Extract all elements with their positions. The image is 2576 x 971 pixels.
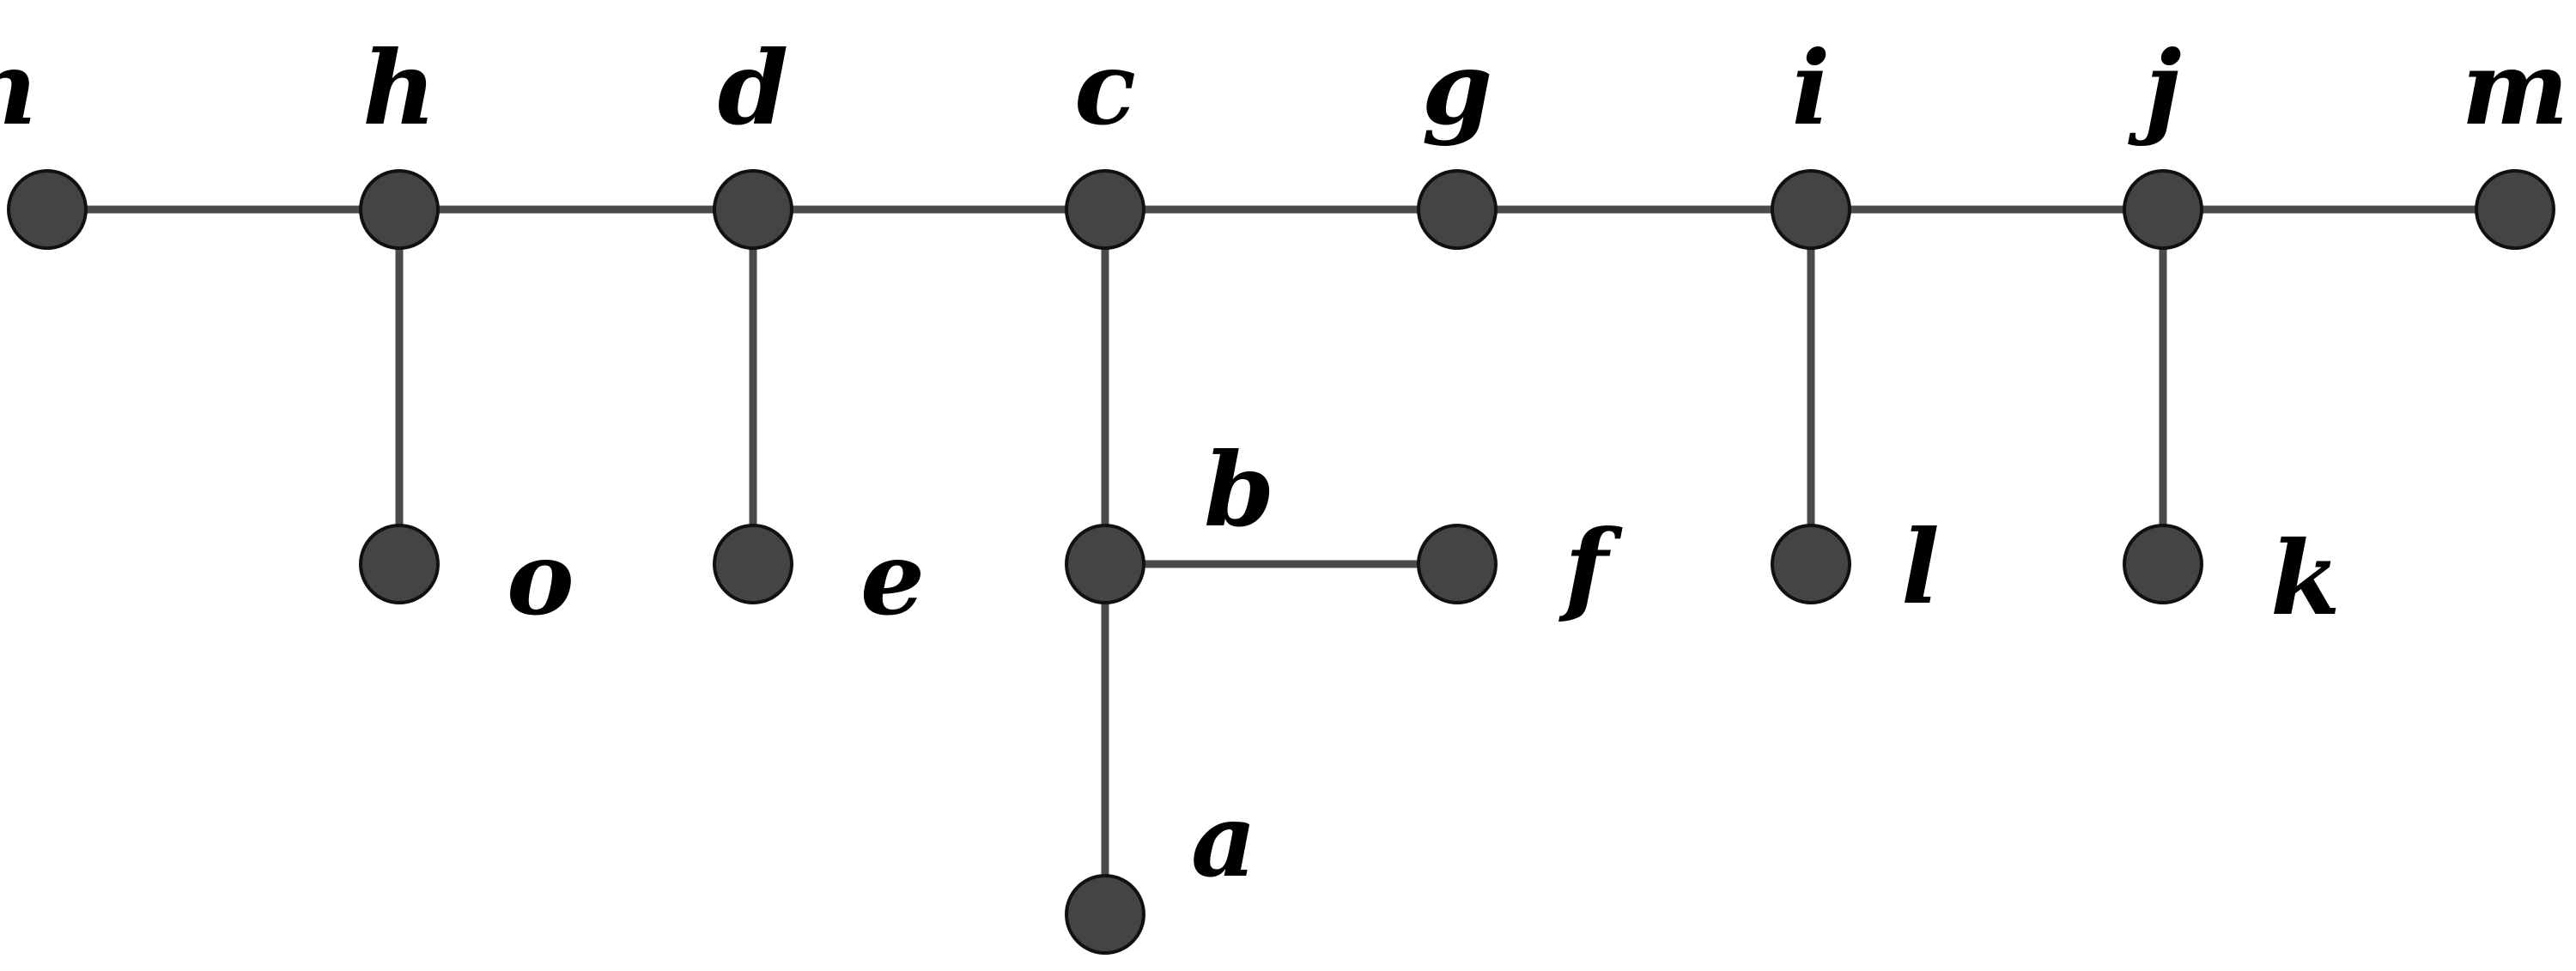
node-c: [1065, 169, 1145, 250]
node-n: [7, 169, 88, 250]
node-label-o: o: [507, 519, 574, 638]
node-j: [2123, 169, 2203, 250]
node-d: [713, 169, 793, 250]
node-label-f: f: [1558, 507, 1623, 627]
node-label-k: k: [2270, 519, 2341, 638]
labels-layer: n h d c g i j m o e b f l k a: [0, 28, 2568, 900]
node-label-b: b: [1204, 430, 1275, 549]
edges-layer: [47, 205, 2515, 914]
node-label-d: d: [718, 28, 789, 148]
node-label-h: h: [362, 28, 436, 148]
node-m: [2475, 169, 2555, 250]
node-i: [1771, 169, 1851, 250]
node-label-n: n: [0, 28, 37, 148]
node-label-l: l: [1901, 507, 1940, 627]
node-b: [1065, 524, 1145, 604]
node-a: [1065, 874, 1145, 955]
node-label-e: e: [860, 519, 925, 638]
node-label-m: m: [2462, 28, 2569, 148]
node-f: [1417, 524, 1498, 604]
node-l: [1771, 524, 1851, 604]
node-k: [2123, 524, 2203, 604]
node-h: [359, 169, 440, 250]
node-label-a: a: [1191, 780, 1256, 900]
node-o: [359, 524, 440, 604]
node-e: [713, 524, 793, 604]
nodes-layer: [7, 169, 2555, 955]
node-label-i: i: [1792, 28, 1831, 148]
node-label-g: g: [1422, 28, 1493, 148]
node-label-c: c: [1074, 28, 1136, 148]
node-g: [1417, 169, 1498, 250]
node-label-j: j: [2128, 28, 2182, 148]
